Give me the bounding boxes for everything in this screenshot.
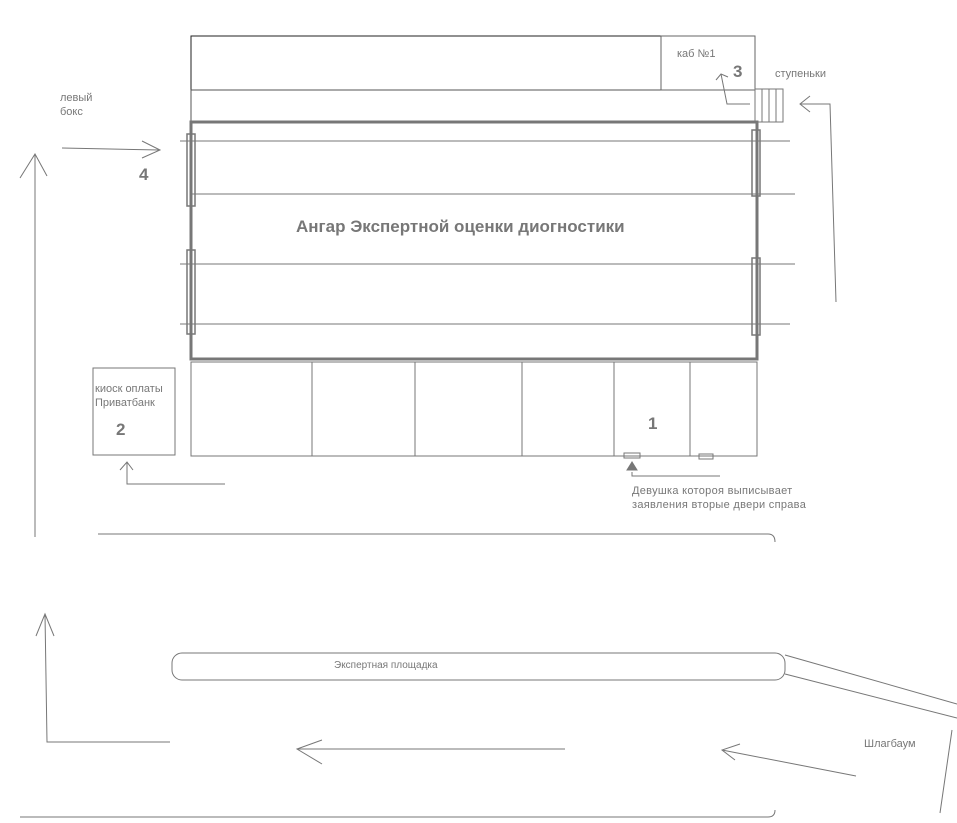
office-label: каб №1 — [677, 48, 716, 60]
room-dividers — [311, 362, 691, 456]
arrow-to-office — [715, 73, 750, 105]
barrier-line-1 — [784, 654, 957, 705]
arrow-to-stairs — [799, 95, 837, 303]
arrow-left-up — [19, 153, 48, 537]
arrow-to-kiosk — [119, 461, 225, 485]
stairs-label: ступеньки — [775, 68, 826, 80]
person-icon — [626, 461, 638, 471]
arrow-left-road — [295, 739, 565, 765]
road-upper-edge — [98, 533, 776, 543]
corridor-band — [190, 89, 756, 123]
door-2 — [698, 453, 714, 460]
hangar — [189, 120, 759, 361]
stairs — [754, 88, 784, 123]
road-lower-edge — [20, 809, 776, 818]
girl-label-1: Девушка котороя выписывает — [632, 485, 793, 497]
door-1 — [623, 452, 641, 459]
arrow-exit-up — [35, 612, 170, 743]
barrier-label: Шлагбаум — [864, 738, 916, 750]
barrier-line-2 — [784, 673, 957, 719]
marker-3: 3 — [733, 62, 743, 81]
expert-area — [171, 652, 786, 681]
kiosk-label-1: киоск оплаты — [95, 383, 163, 395]
left-box-label-1: левый — [60, 92, 93, 104]
marker-4: 4 — [139, 165, 149, 184]
expert-area-label: Экспертная площадка — [334, 660, 438, 671]
hangar-lanes — [180, 140, 795, 325]
marker-1: 1 — [648, 414, 658, 433]
hangar-gates — [186, 129, 761, 336]
arrow-to-left-box — [61, 140, 162, 159]
arrow-from-barrier — [720, 743, 857, 777]
kiosk-label-2: Приватбанк — [95, 397, 155, 409]
bottom-rooms — [190, 361, 758, 457]
marker-2: 2 — [116, 420, 126, 439]
girl-pointer — [631, 472, 720, 477]
barrier-post — [939, 729, 953, 814]
hangar-label: Ангар Экспертной оценки диогностики — [296, 217, 625, 236]
left-box-label-2: бокс — [60, 106, 83, 118]
top-building — [190, 35, 756, 91]
office-room — [660, 35, 756, 91]
girl-label-2: заявления вторые двери справа — [632, 499, 807, 511]
kiosk — [92, 367, 176, 456]
